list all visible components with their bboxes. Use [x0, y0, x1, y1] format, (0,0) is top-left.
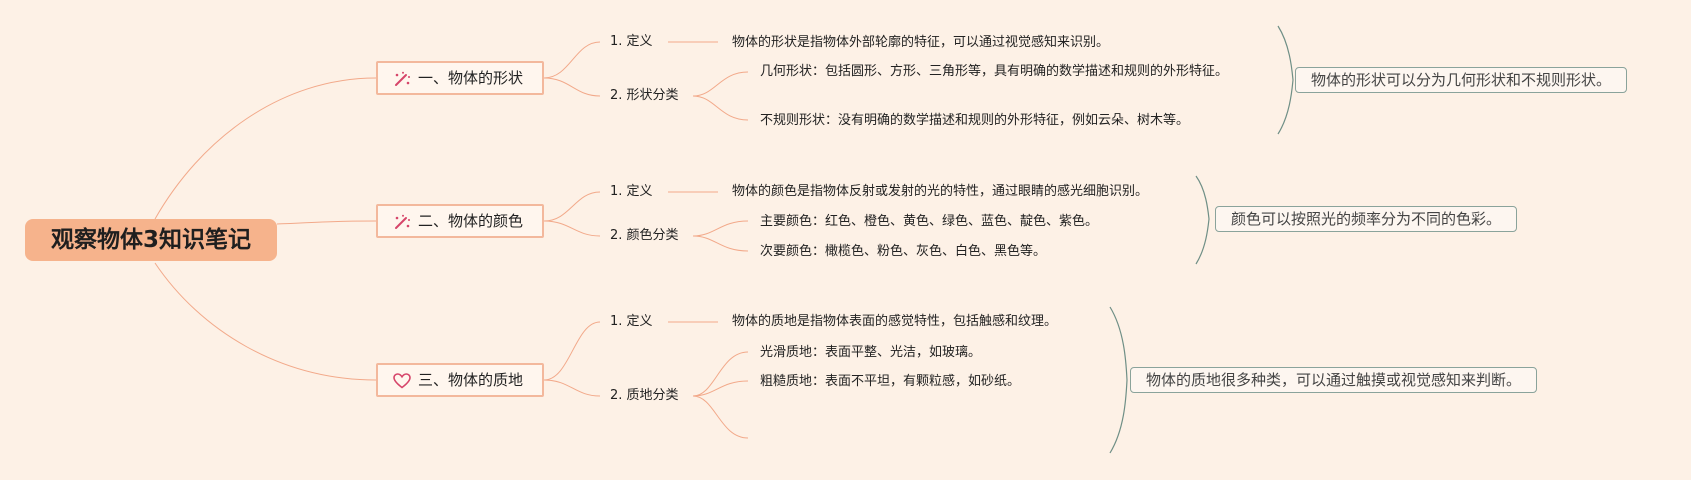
category-item[interactable]: 粗糙质地：表面不平坦，有颗粒感，如砂纸。	[760, 374, 1021, 389]
category-node[interactable]: 2. 颜色分类	[610, 228, 679, 243]
summary-box[interactable]: 颜色可以按照光的频率分为不同的色彩。	[1215, 206, 1518, 232]
category-item[interactable]: 几何形状：包括圆形、方形、三角形等，具有明确的数学描述和规则的外形特征。	[760, 64, 1229, 79]
definition-node[interactable]: 1. 定义	[610, 314, 653, 329]
category-item[interactable]: 主要颜色：红色、橙色、黄色、绿色、蓝色、靛色、紫色。	[760, 214, 1099, 229]
definition-text[interactable]: 物体的形状是指物体外部轮廓的特征，可以通过视觉感知来识别。	[732, 35, 1110, 50]
root-topic[interactable]: 观察物体3知识笔记	[25, 219, 277, 261]
topic-shape[interactable]: 一、物体的形状	[376, 61, 544, 95]
category-node[interactable]: 2. 质地分类	[610, 388, 679, 403]
definition-node[interactable]: 1. 定义	[610, 184, 653, 199]
category-item[interactable]: 不规则形状：没有明确的数学描述和规则的外形特征，例如云朵、树木等。	[760, 113, 1190, 128]
topic-label: 三、物体的质地	[418, 371, 524, 389]
definition-text[interactable]: 物体的质地是指物体表面的感觉特性，包括触感和纹理。	[732, 314, 1058, 329]
topic-color[interactable]: 二、物体的颜色	[376, 204, 544, 238]
heart-icon	[390, 365, 414, 395]
definition-text[interactable]: 物体的颜色是指物体反射或发射的光的特性，通过眼睛的感光细胞识别。	[732, 184, 1149, 199]
magic-wand-icon	[390, 206, 414, 236]
category-node[interactable]: 2. 形状分类	[610, 88, 679, 103]
category-item[interactable]: 光滑质地：表面平整、光洁，如玻璃。	[760, 345, 982, 360]
definition-node[interactable]: 1. 定义	[610, 34, 653, 49]
topic-label: 一、物体的形状	[418, 69, 524, 87]
magic-wand-icon	[390, 63, 414, 93]
topic-label: 二、物体的颜色	[418, 212, 524, 230]
summary-box[interactable]: 物体的质地很多种类，可以通过触摸或视觉感知来判断。	[1130, 367, 1538, 393]
topic-texture[interactable]: 三、物体的质地	[376, 363, 544, 397]
category-item[interactable]: 次要颜色：橄榄色、粉色、灰色、白色、黑色等。	[760, 244, 1047, 259]
summary-box[interactable]: 物体的形状可以分为几何形状和不规则形状。	[1295, 67, 1628, 93]
